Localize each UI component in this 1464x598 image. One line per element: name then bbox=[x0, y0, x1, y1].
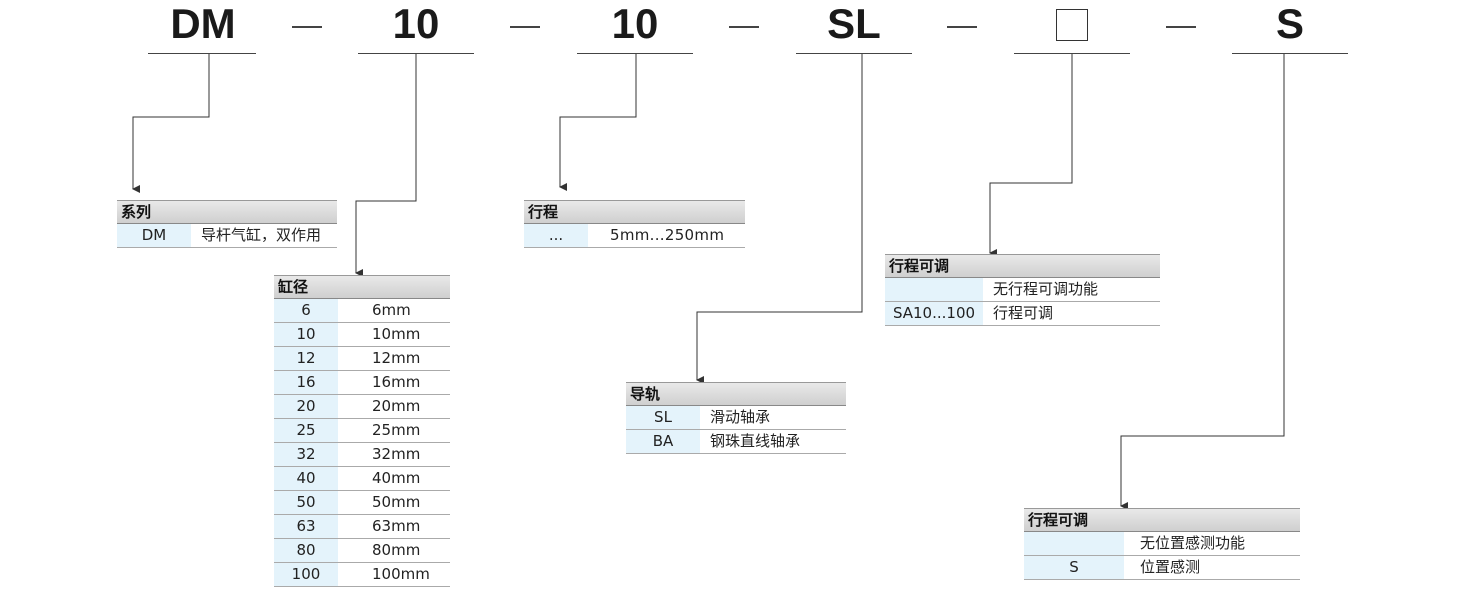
code-cell: 16 bbox=[274, 371, 338, 394]
table-row: 6 6mm bbox=[274, 299, 450, 323]
connector-guide bbox=[696, 54, 863, 384]
code-separator bbox=[729, 26, 759, 28]
desc-cell: 100mm bbox=[372, 565, 430, 583]
code-cell bbox=[885, 278, 983, 301]
code-cell: SL bbox=[626, 406, 700, 429]
desc-cell: 25mm bbox=[372, 421, 421, 439]
code-segment-stroke-adjust bbox=[1014, 0, 1130, 52]
desc-cell: 16mm bbox=[372, 373, 421, 391]
desc-cell: 钢珠直线轴承 bbox=[710, 432, 801, 450]
code-cell: 63 bbox=[274, 515, 338, 538]
table-row: SL 滑动轴承 bbox=[626, 406, 846, 430]
desc-cell: 63mm bbox=[372, 517, 421, 535]
table-stroke-adjust: 行程可调 无行程可调功能 SA10...100 行程可调 bbox=[885, 254, 1160, 326]
table-title: 行程 bbox=[524, 200, 745, 224]
placeholder-box-icon bbox=[1056, 8, 1088, 41]
connector-bore bbox=[355, 54, 417, 277]
code-segment-stroke: 10 bbox=[611, 0, 659, 47]
code-separator bbox=[510, 26, 540, 28]
desc-cell: 80mm bbox=[372, 541, 421, 559]
connector-stroke bbox=[559, 54, 637, 191]
desc-cell: 导杆气缸，双作用 bbox=[201, 226, 322, 244]
code-separator bbox=[947, 26, 977, 28]
desc-cell: 20mm bbox=[372, 397, 421, 415]
connector-series bbox=[132, 54, 210, 193]
desc-cell: 12mm bbox=[372, 349, 421, 367]
table-title: 系列 bbox=[117, 200, 337, 224]
table-title: 行程可调 bbox=[885, 254, 1160, 278]
table-series: 系列 DM 导杆气缸，双作用 bbox=[117, 200, 337, 248]
desc-cell: 10mm bbox=[372, 325, 421, 343]
code-separator bbox=[1166, 26, 1196, 28]
table-row: 80 80mm bbox=[274, 539, 450, 563]
desc-cell: 行程可调 bbox=[993, 304, 1054, 322]
table-row: 12 12mm bbox=[274, 347, 450, 371]
table-row: BA 钢珠直线轴承 bbox=[626, 430, 846, 454]
desc-cell: 滑动轴承 bbox=[710, 408, 771, 426]
code-underline-stroke bbox=[577, 53, 693, 54]
code-segment-sensor: S bbox=[1275, 0, 1304, 47]
table-title: 导轨 bbox=[626, 382, 846, 406]
desc-cell: 6mm bbox=[372, 301, 411, 319]
code-cell: 12 bbox=[274, 347, 338, 370]
table-row: SA10...100 行程可调 bbox=[885, 302, 1160, 326]
code-cell: 50 bbox=[274, 491, 338, 514]
code-cell: 10 bbox=[274, 323, 338, 346]
table-title: 缸径 bbox=[274, 275, 450, 299]
table-row: 25 25mm bbox=[274, 419, 450, 443]
code-cell: 32 bbox=[274, 443, 338, 466]
code-cell: 40 bbox=[274, 467, 338, 490]
table-row: 无行程可调功能 bbox=[885, 278, 1160, 302]
code-underline-sensor bbox=[1232, 53, 1348, 54]
code-underline-stroke-adjust bbox=[1014, 53, 1130, 54]
code-cell: DM bbox=[117, 224, 191, 247]
desc-cell: 5mm...250mm bbox=[610, 226, 725, 244]
code-segment-bore: 10 bbox=[392, 0, 440, 47]
table-row: 32 32mm bbox=[274, 443, 450, 467]
code-cell bbox=[1024, 532, 1124, 555]
table-row: 20 20mm bbox=[274, 395, 450, 419]
desc-cell: 位置感测 bbox=[1140, 558, 1201, 576]
code-cell: S bbox=[1024, 556, 1124, 579]
table-row: 16 16mm bbox=[274, 371, 450, 395]
table-row: ... 5mm...250mm bbox=[524, 224, 745, 248]
table-sensor: 行程可调 无位置感测功能 S 位置感测 bbox=[1024, 508, 1300, 580]
table-row: DM 导杆气缸，双作用 bbox=[117, 224, 337, 248]
code-segment-guide: SL bbox=[827, 0, 881, 47]
code-cell: ... bbox=[524, 224, 588, 247]
desc-cell: 32mm bbox=[372, 445, 421, 463]
table-row: 10 10mm bbox=[274, 323, 450, 347]
desc-cell: 40mm bbox=[372, 469, 421, 487]
desc-cell: 无位置感测功能 bbox=[1140, 534, 1246, 552]
desc-cell: 50mm bbox=[372, 493, 421, 511]
table-row: 40 40mm bbox=[274, 467, 450, 491]
code-cell: 20 bbox=[274, 395, 338, 418]
table-row: 100 100mm bbox=[274, 563, 450, 587]
code-separator bbox=[292, 26, 322, 28]
connector-sensor bbox=[1120, 54, 1285, 510]
table-title: 行程可调 bbox=[1024, 508, 1300, 532]
code-cell: 25 bbox=[274, 419, 338, 442]
code-cell: BA bbox=[626, 430, 700, 453]
table-row: S 位置感测 bbox=[1024, 556, 1300, 580]
connector-stroke-adjust bbox=[989, 54, 1073, 257]
code-underline-guide bbox=[796, 53, 912, 54]
table-stroke: 行程 ... 5mm...250mm bbox=[524, 200, 745, 248]
code-underline-bore bbox=[358, 53, 474, 54]
desc-cell: 无行程可调功能 bbox=[993, 280, 1099, 298]
code-segment-series: DM bbox=[170, 0, 236, 47]
table-row: 63 63mm bbox=[274, 515, 450, 539]
code-underline-series bbox=[148, 53, 256, 54]
code-cell: SA10...100 bbox=[885, 302, 983, 325]
table-row: 50 50mm bbox=[274, 491, 450, 515]
table-row: 无位置感测功能 bbox=[1024, 532, 1300, 556]
code-cell: 100 bbox=[274, 563, 338, 586]
table-guide: 导轨 SL 滑动轴承 BA 钢珠直线轴承 bbox=[626, 382, 846, 454]
code-cell: 80 bbox=[274, 539, 338, 562]
code-cell: 6 bbox=[274, 299, 338, 322]
